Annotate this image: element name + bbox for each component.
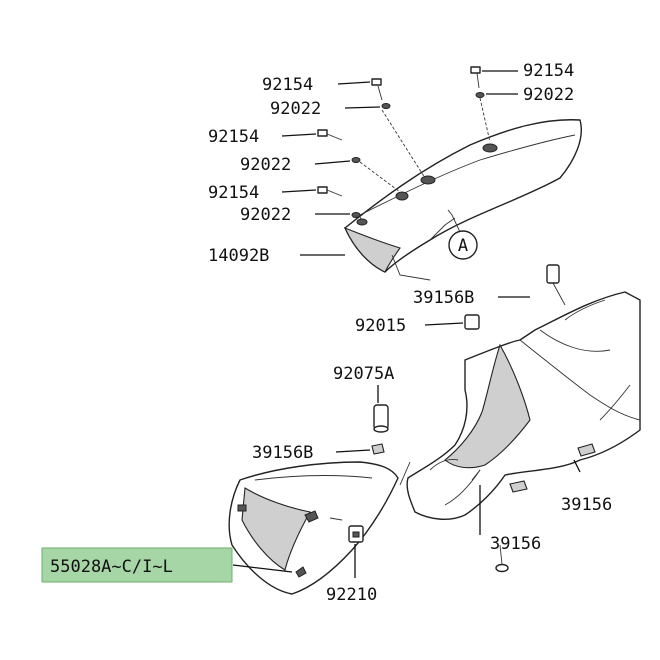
clip-left <box>371 443 385 455</box>
label-92154-top-right: 92154 <box>523 61 574 81</box>
label-39156-lower: 39156 <box>490 534 541 554</box>
label-55028: 55028A~C/I~L <box>50 557 173 577</box>
highlight-box <box>41 547 233 583</box>
bolt-top-left <box>371 78 383 101</box>
upper-cover-14092b <box>343 119 582 273</box>
label-92022-top-left: 92022 <box>270 99 321 119</box>
spacer-92015 <box>464 314 480 330</box>
collar-92075a <box>373 404 389 433</box>
hardware <box>317 66 596 573</box>
label-92022-mid-left: 92022 <box>240 155 291 175</box>
label-39156b-upper: 39156B <box>413 288 474 308</box>
reference-circle-label: A <box>458 236 468 256</box>
pad-right <box>577 443 596 457</box>
label-92154-low-left: 92154 <box>208 183 259 203</box>
washer-low-left <box>351 212 361 218</box>
label-92154-mid-left: 92154 <box>208 127 259 147</box>
side-cover-55028 <box>228 461 399 595</box>
washer-top-right <box>475 92 485 98</box>
rear-fender-body <box>406 291 641 520</box>
label-39156-right: 39156 <box>561 495 612 515</box>
label-14092b: 14092B <box>208 246 269 266</box>
label-92210: 92210 <box>326 585 377 605</box>
part-labels: 92154 92022 92154 92022 92154 92022 9215… <box>50 61 612 605</box>
reference-circle-a: A <box>448 230 478 260</box>
bolt-mid-left <box>317 129 343 141</box>
bolt-lower <box>495 544 509 573</box>
label-92015: 92015 <box>355 316 406 336</box>
washer-mid-left <box>351 157 361 163</box>
pad-lower <box>509 480 528 493</box>
label-92154-top-left: 92154 <box>262 75 313 95</box>
label-92022-top-right: 92022 <box>523 85 574 105</box>
label-92022-low-left: 92022 <box>240 205 291 225</box>
nut-92210 <box>348 525 364 543</box>
leader-lines <box>232 70 581 578</box>
washer-top-left <box>381 103 391 109</box>
label-39156b-left: 39156B <box>252 443 313 463</box>
label-92075a: 92075A <box>333 364 394 384</box>
bolt-low-left <box>317 186 343 197</box>
clip-upper-right <box>546 264 566 306</box>
bolt-top-right <box>470 66 481 89</box>
